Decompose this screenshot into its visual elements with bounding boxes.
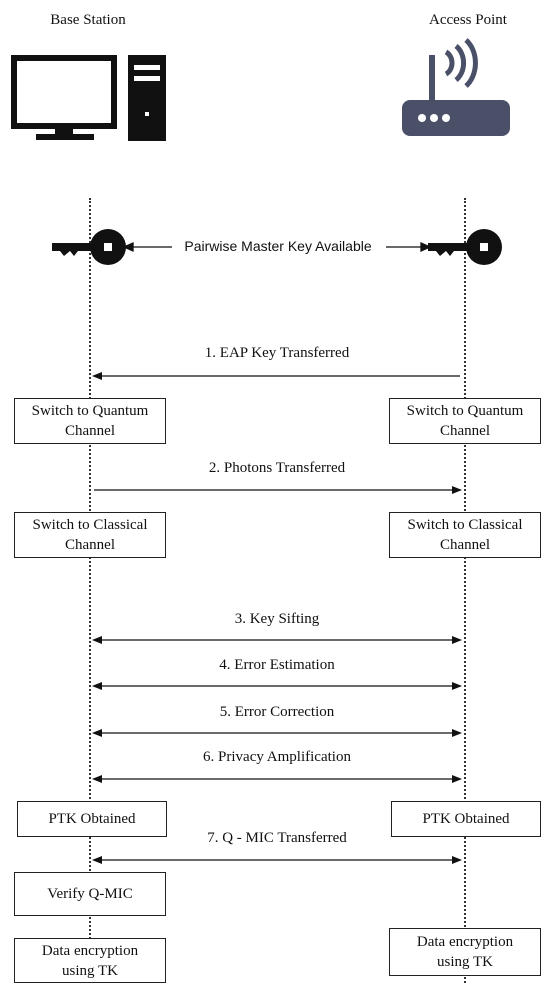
message-arrow [92, 636, 462, 644]
access-point-lifeline [464, 198, 466, 983]
arrow-head [452, 682, 462, 690]
verify-qmic-box: Verify Q-MIC [14, 872, 166, 916]
arrow-head [452, 856, 462, 864]
message-label: 7. Q - MIC Transferred [201, 830, 353, 847]
arrow-head [92, 636, 102, 644]
switch-to-classical-box: Switch to Classical Channel [14, 512, 166, 558]
switch-to-classical-box: Switch to Classical Channel [389, 512, 541, 558]
ptk-obtained-box: PTK Obtained [17, 801, 167, 837]
message-label: 4. Error Estimation [213, 657, 341, 674]
arrow-head [452, 486, 462, 494]
message-arrow [92, 682, 462, 690]
data-encryption-box: Data encryption using TK [389, 928, 541, 976]
arrow-head [92, 856, 102, 864]
arrow-head [92, 775, 102, 783]
message-label: 3. Key Sifting [228, 611, 326, 628]
switch-to-quantum-box: Switch to Quantum Channel [389, 398, 541, 444]
pmk-label: Pairwise Master Key Available [178, 238, 378, 254]
arrow-head [452, 729, 462, 737]
access-point-header: Access Point [429, 12, 507, 28]
arrow-head [92, 372, 102, 380]
switch-to-quantum-box: Switch to Quantum Channel [14, 398, 166, 444]
arrow-head [92, 682, 102, 690]
message-arrow [94, 486, 462, 494]
message-arrow [92, 775, 462, 783]
arrow-head [452, 636, 462, 644]
data-encryption-box: Data encryption using TK [14, 938, 166, 983]
base-station-header: Base Station [50, 12, 126, 28]
base-station-lifeline [89, 198, 91, 983]
message-label: 2. Photons Transferred [202, 460, 352, 477]
ptk-obtained-box: PTK Obtained [391, 801, 541, 837]
message-arrow [92, 729, 462, 737]
arrow-head [92, 729, 102, 737]
message-arrow [92, 372, 460, 380]
message-arrow [92, 856, 462, 864]
message-label: 5. Error Correction [213, 704, 341, 721]
arrow-head [452, 775, 462, 783]
message-label: 6. Privacy Amplification [197, 749, 357, 766]
message-label: 1. EAP Key Transferred [198, 345, 356, 362]
